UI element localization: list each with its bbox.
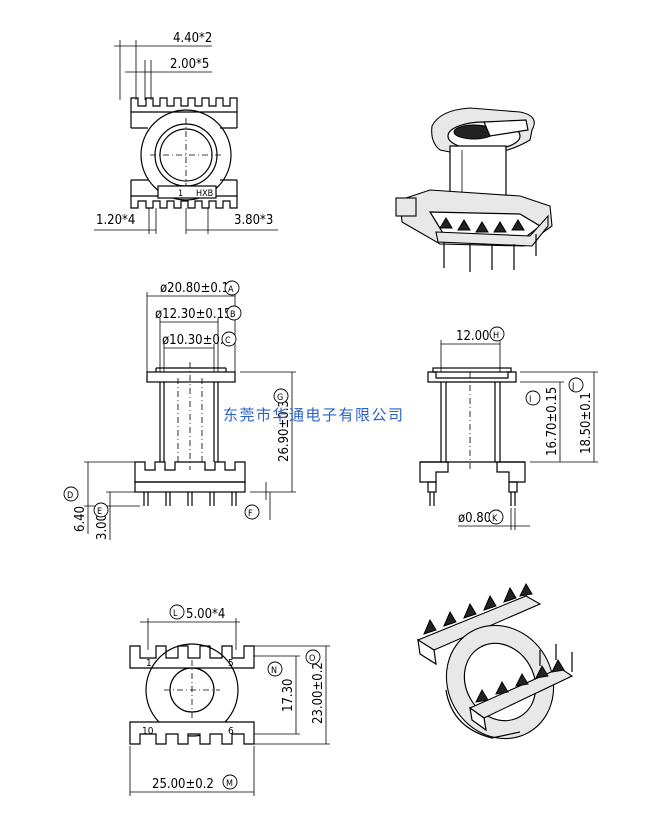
dim-i: 16.70±0.15 [545, 387, 560, 456]
side-view: 12.00 H ø0.80 K 16.70±0.15 18 [419, 326, 598, 530]
pin-6-label: 6 [228, 726, 234, 737]
dim-e: 3.00 [95, 514, 110, 540]
ref-o: O [309, 654, 315, 664]
ref-e: E [97, 507, 102, 517]
ref-k: K [492, 514, 498, 524]
ref-l: L [173, 609, 178, 619]
ref-i: I [529, 395, 531, 405]
dim-o: 23.00±0.2 [311, 662, 326, 724]
dim-l: 5.00*4 [186, 607, 225, 622]
dim-d: 6.40 [73, 506, 88, 532]
pin-1-label: 1 [146, 658, 152, 669]
pin-5-label: 5 [228, 658, 234, 669]
dim-pitch-a: 4.40*2 [173, 31, 212, 46]
dim-g: 26.90±0.3 [277, 400, 292, 462]
dim-pitch-c: 3.80*3 [234, 213, 273, 228]
ref-c: C [225, 336, 231, 346]
marking-hxb: HXB [196, 189, 213, 199]
ref-n: N [271, 666, 277, 676]
ref-a: A [228, 285, 234, 295]
dim-a: ø20.80±0.1 [160, 281, 229, 296]
dim-k: ø0.80 [458, 511, 491, 526]
pin-10-label: 10 [142, 726, 154, 737]
dim-j: 18.50±0.1 [579, 392, 594, 454]
dim-pitch-b: 2.00*5 [170, 57, 209, 72]
front-view: ø20.80±0.1 A ø12.30±0.15 B ø10.30±0.1 C [63, 280, 296, 540]
dim-c: ø10.30±0.1 [162, 333, 231, 348]
watermark: 东莞市华通电子有限公司 [223, 406, 405, 424]
dim-m: 25.00±0.2 [152, 777, 214, 792]
ref-f: F [248, 509, 253, 519]
ref-h: H [493, 331, 499, 341]
top-view: 4.40*2 2.00*5 1 HXB 1.20*4 3.80*3 [94, 31, 278, 234]
isometric-view-assembled [395, 107, 553, 272]
marking-1: 1 [178, 189, 183, 199]
ref-m: M [226, 779, 233, 789]
dim-h: 12.00 [456, 329, 489, 344]
dim-pin-width: 1.20*4 [96, 213, 135, 228]
ref-g: G [277, 393, 283, 403]
ref-j: J [571, 382, 574, 392]
ref-d: D [67, 491, 73, 501]
ref-b: B [230, 310, 236, 320]
isometric-view-exploded [416, 582, 574, 740]
bottom-view: 5.00*4 L 1 5 10 6 17.30 23.00±0.2 N O 25… [129, 604, 330, 796]
dim-n: 17.30 [281, 679, 296, 712]
dim-b: ø12.30±0.15 [155, 307, 231, 322]
